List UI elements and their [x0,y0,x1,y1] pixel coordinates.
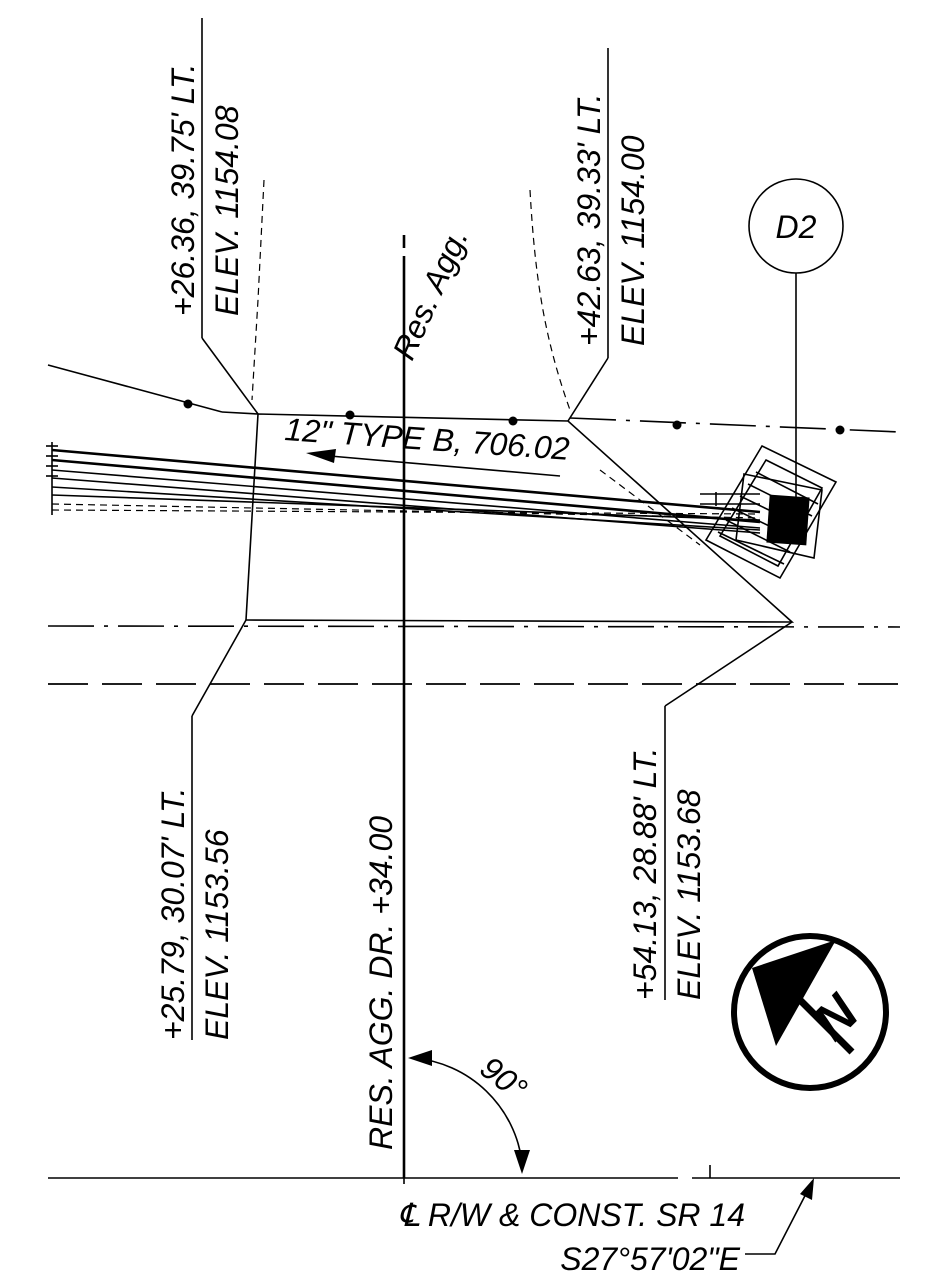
row-line-upper [569,417,901,433]
callout-leader [567,357,609,422]
centerline-label: ℄ R/W & CONST. SR 14 [398,1197,745,1233]
row-point [345,410,355,420]
bearing-leader [745,1178,814,1255]
detail-tag[interactable]: D2 [748,178,844,520]
callout-top-right-station: +42.63, 39.33' LT. [571,93,607,346]
pipe-bundle [46,442,761,534]
grading-limit-right-2 [599,469,701,546]
callout-leader [664,621,793,707]
row-point [672,420,682,430]
north-arrow-head [752,940,836,1046]
edge-line-left [47,364,223,413]
drain-label: Res. Agg. [386,223,476,365]
north-arrow: N [731,933,889,1091]
callout-bottom-right-station: +54.13, 28.88' LT. [627,747,663,1000]
edge-line-left-2 [221,411,259,415]
grading-limit-left [251,179,265,401]
callout-top-right-elevation: ELEV. 1154.00 [615,135,651,346]
grading-limit-right [529,189,571,411]
callout-leader [191,619,247,717]
drain-station-label: RES. AGG. DR. +34.00 [363,816,399,1150]
callout-top-left-station: +26.36, 39.75' LT. [165,63,201,316]
angle-arc [408,1050,530,1174]
inlet-structure [700,444,838,580]
callout-bottom-right-elevation: ELEV. 1153.68 [671,789,707,1000]
north-letter: N [802,983,871,1052]
detail-tag-label: D2 [776,209,817,245]
angle-label: 90° [474,1049,534,1107]
construction-centerline [48,1165,900,1184]
bearing-label: S27°57'02"E [560,1241,740,1277]
row-line-lower [47,625,901,628]
row-point [508,416,518,426]
row-point [835,425,845,435]
callout-top-left-elevation: ELEV. 1154.08 [209,105,245,316]
callout-bottom-left-station: +25.79, 30.07' LT. [155,787,191,1040]
callout-leader [201,337,259,415]
callout-bottom-left-elevation: ELEV. 1153.56 [199,829,235,1040]
row-point [183,399,193,409]
flow-arrow [306,449,561,477]
